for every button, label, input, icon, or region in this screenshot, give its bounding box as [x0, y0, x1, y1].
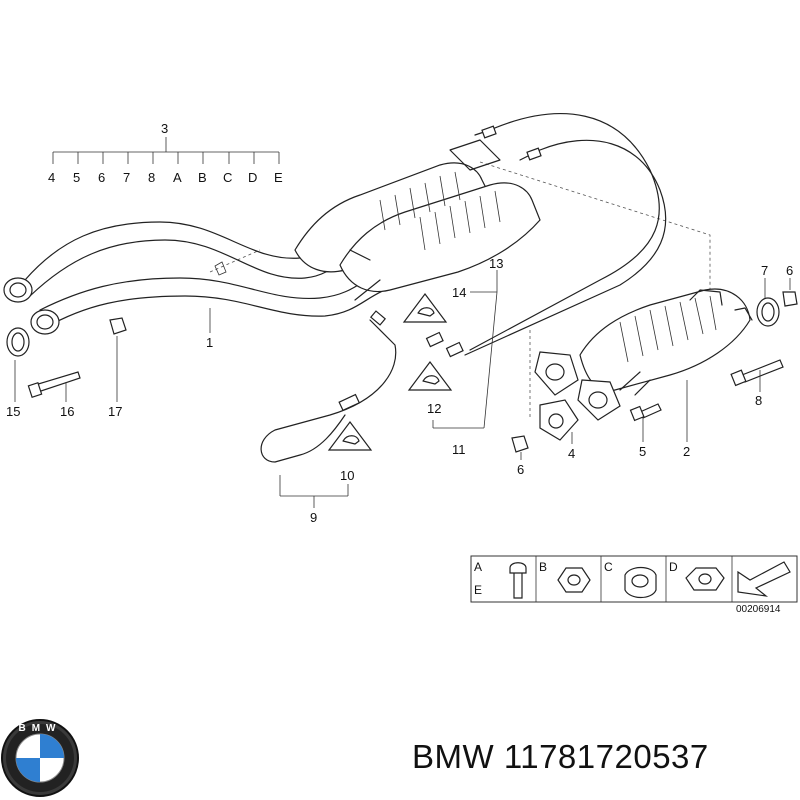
kit-row: 4 5 6 7 8 A B C D E — [48, 170, 283, 185]
warning-triangle — [402, 293, 448, 323]
callout-2: 2 — [683, 444, 690, 459]
gasket-4 — [539, 399, 579, 441]
callout-11: 11 — [452, 442, 466, 457]
kit-item: D — [248, 170, 257, 185]
nut-6 — [782, 291, 798, 307]
leader-lines — [14, 270, 791, 508]
gasket-7 — [756, 297, 780, 327]
kit-item: B — [198, 170, 207, 185]
bmw-logo: BMW — [1, 719, 79, 797]
hardware-legend — [470, 555, 798, 603]
callout-3: 3 — [161, 121, 168, 136]
diagram-code: 00206914 — [736, 604, 781, 615]
callout-9: 9 — [310, 510, 317, 525]
callout-8: 8 — [755, 393, 762, 408]
callout-4: 4 — [568, 446, 575, 461]
warning-triangle — [327, 421, 373, 451]
kit-item: C — [223, 170, 232, 185]
callout-17: 17 — [108, 404, 122, 419]
legend-label-a: A — [474, 560, 482, 574]
callout-16: 16 — [60, 404, 74, 419]
kit-bracket — [52, 137, 280, 164]
callout-6b: 6 — [517, 462, 524, 477]
kit-item: 7 — [123, 170, 130, 185]
nut-17 — [109, 317, 127, 335]
legend-label-e: E — [474, 583, 482, 597]
callout-10: 10 — [340, 468, 354, 483]
callout-12: 12 — [427, 401, 441, 416]
callout-15: 15 — [6, 404, 20, 419]
part-number-title: BMW 11781720537 — [412, 738, 709, 775]
catalytic-converter-center — [294, 139, 541, 301]
bolt-16 — [34, 371, 81, 393]
callout-13: 13 — [489, 256, 503, 271]
kit-item: 5 — [73, 170, 80, 185]
callout-5: 5 — [639, 444, 646, 459]
catalytic-converter-right — [534, 288, 753, 421]
callout-6: 6 — [786, 263, 793, 278]
callout-1: 1 — [206, 335, 213, 350]
kit-item: A — [173, 170, 182, 185]
oxygen-sensor-wires — [260, 113, 667, 463]
warning-triangle — [407, 361, 453, 391]
kit-item: 8 — [148, 170, 155, 185]
nut-6b — [511, 435, 529, 453]
callout-7: 7 — [761, 263, 768, 278]
bolt-8 — [741, 359, 784, 383]
legend-label-c: C — [604, 560, 613, 574]
callout-14: 14 — [452, 285, 466, 300]
legend-label-b: B — [539, 560, 547, 574]
gasket-15 — [6, 327, 30, 357]
kit-item: 4 — [48, 170, 55, 185]
logo-letters: BMW — [19, 723, 62, 734]
kit-item: 6 — [98, 170, 105, 185]
kit-item: E — [274, 170, 283, 185]
legend-label-d: D — [669, 560, 678, 574]
arrow-icon — [737, 561, 791, 597]
